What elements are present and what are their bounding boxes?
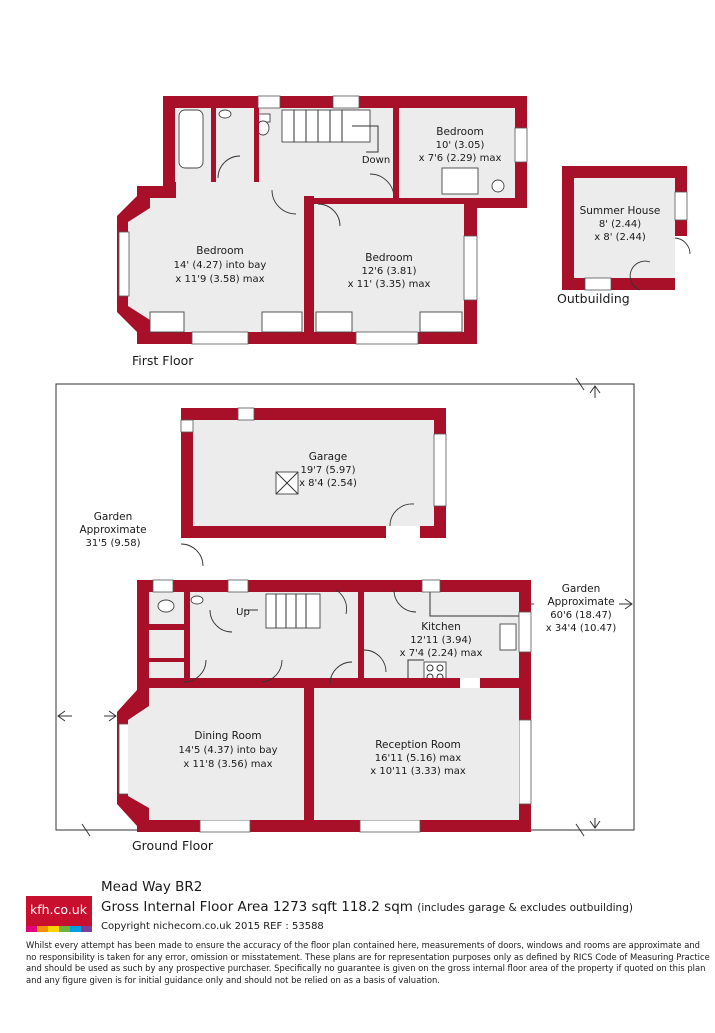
dining-dim-1: 14'5 (4.37) into bay — [179, 745, 278, 756]
bedroom-right-name: Bedroom — [365, 252, 413, 264]
door — [180, 543, 204, 567]
door — [271, 189, 297, 215]
logo-bar-segment — [81, 926, 92, 932]
logo-bar-segment — [70, 926, 81, 932]
stairs-up-label: Up — [236, 607, 250, 618]
door — [393, 589, 417, 613]
bedroom-bay-dim-1: 14' (4.27) into bay — [174, 260, 267, 271]
bedroom-bay-dim-2: x 11'9 (3.58) max — [175, 274, 264, 285]
garden-right-dim-1: Approximate — [547, 596, 614, 608]
kitchen-name: Kitchen — [421, 621, 460, 633]
outbuilding-title: Outbuilding — [557, 291, 630, 306]
copyright: Copyright nichecom.co.uk 2015 REF : 5358… — [101, 921, 324, 932]
door — [335, 589, 347, 615]
floor-area-main: Gross Internal Floor Area 1273 sqft 118.… — [101, 899, 413, 915]
logo-bar-segment — [59, 926, 70, 932]
property-address: Mead Way BR2 — [101, 879, 203, 895]
wardrobes — [149, 167, 505, 333]
logo-bar-segment — [37, 926, 48, 932]
cloak — [149, 630, 184, 658]
stairs-ground-floor — [244, 593, 321, 629]
bedroom-right-dim-1: 12'6 (3.81) — [361, 266, 416, 277]
reception-dim-1: 16'11 (5.16) max — [375, 753, 461, 764]
wc-first — [216, 108, 254, 182]
door — [261, 659, 283, 683]
bedroom-small-dim-2: x 7'6 (2.29) max — [419, 153, 502, 164]
garage-name: Garage — [309, 451, 347, 463]
garden-left-dim-2: 31'5 (9.58) — [85, 538, 140, 549]
outbuilding: Summer House 8' (2.44) x 8' (2.44) Outbu… — [557, 166, 691, 306]
first-floor-title: First Floor — [132, 353, 194, 368]
landing-lower — [176, 176, 393, 198]
garden-left-dim-1: Approximate — [79, 524, 146, 536]
dining-name: Dining Room — [194, 730, 261, 742]
window — [332, 95, 360, 109]
floor-area: Gross Internal Floor Area 1273 sqft 118.… — [101, 899, 633, 915]
garage — [193, 420, 434, 526]
summer-house-dim-1: 8' (2.44) — [599, 219, 641, 230]
door — [363, 649, 387, 673]
garden-right-dim-3: x 34'4 (10.47) — [546, 623, 617, 634]
logo-bar-segment — [48, 926, 59, 932]
summer-house-name: Summer House — [580, 205, 661, 217]
bedroom-small-dim-1: 10' (3.05) — [436, 140, 485, 151]
ground-floor-title: Ground Floor — [132, 838, 214, 853]
logo-bar-segment — [26, 926, 37, 932]
floor-area-note: (includes garage & excludes outbuilding) — [417, 902, 633, 914]
logo-color-bar — [26, 926, 92, 932]
logo-text: kfh.co.uk — [30, 902, 87, 917]
toilet-icon — [157, 599, 175, 613]
door — [183, 659, 207, 683]
ground-floor: Garage 19'7 (5.97) x 8'4 (2.54) — [55, 377, 635, 853]
stairs-down-label: Down — [362, 155, 390, 166]
garden-right-name: Garden — [562, 583, 600, 595]
window — [463, 235, 478, 301]
garden-right-dim-2: 60'6 (18.47) — [550, 610, 612, 621]
bedroom-right-area — [314, 204, 464, 332]
door — [217, 155, 241, 179]
sink-icon — [499, 623, 517, 651]
basin-icon — [190, 595, 204, 605]
disclaimer: Whilst every attempt has been made to en… — [26, 940, 710, 985]
floor-plan: .wall { fill: #a8102a; } .room { fill: #… — [55, 95, 691, 853]
window — [355, 331, 419, 345]
door — [209, 609, 233, 633]
garage-door — [389, 503, 415, 527]
kfh-logo: kfh.co.uk — [26, 896, 92, 932]
kitchen-dim-2: x 7'4 (2.24) max — [400, 648, 483, 659]
reception-name: Reception Room — [375, 739, 461, 751]
garage-dim-2: x 8'4 (2.54) — [299, 478, 357, 489]
window — [118, 231, 130, 297]
bedroom-bay-name: Bedroom — [196, 245, 244, 257]
stairs-first-floor — [281, 109, 379, 153]
garage-dim-1: 19'7 (5.97) — [300, 465, 355, 476]
window — [191, 331, 249, 345]
window — [433, 433, 447, 507]
bedroom-right-dim-2: x 11' (3.35) max — [348, 279, 431, 290]
window — [257, 95, 281, 109]
summer-house-dim-2: x 8' (2.44) — [594, 232, 646, 243]
window — [514, 127, 528, 163]
reception-room — [314, 688, 519, 820]
first-floor: Bedroom 10' (3.05) x 7'6 (2.29) max Down… — [117, 95, 528, 368]
dining-room — [128, 688, 304, 820]
dining-dim-2: x 11'8 (3.56) max — [183, 759, 272, 770]
garden-left-name: Garden — [94, 511, 132, 523]
door — [329, 661, 353, 685]
bedroom-small-name: Bedroom — [436, 126, 484, 138]
bedroom-bay-area — [128, 198, 304, 332]
door — [317, 203, 341, 227]
reception-dim-2: x 10'11 (3.33) max — [370, 766, 466, 777]
basin-icon — [218, 109, 232, 119]
kitchen-dim-1: 12'11 (3.94) — [410, 635, 472, 646]
bath-icon — [178, 109, 204, 169]
